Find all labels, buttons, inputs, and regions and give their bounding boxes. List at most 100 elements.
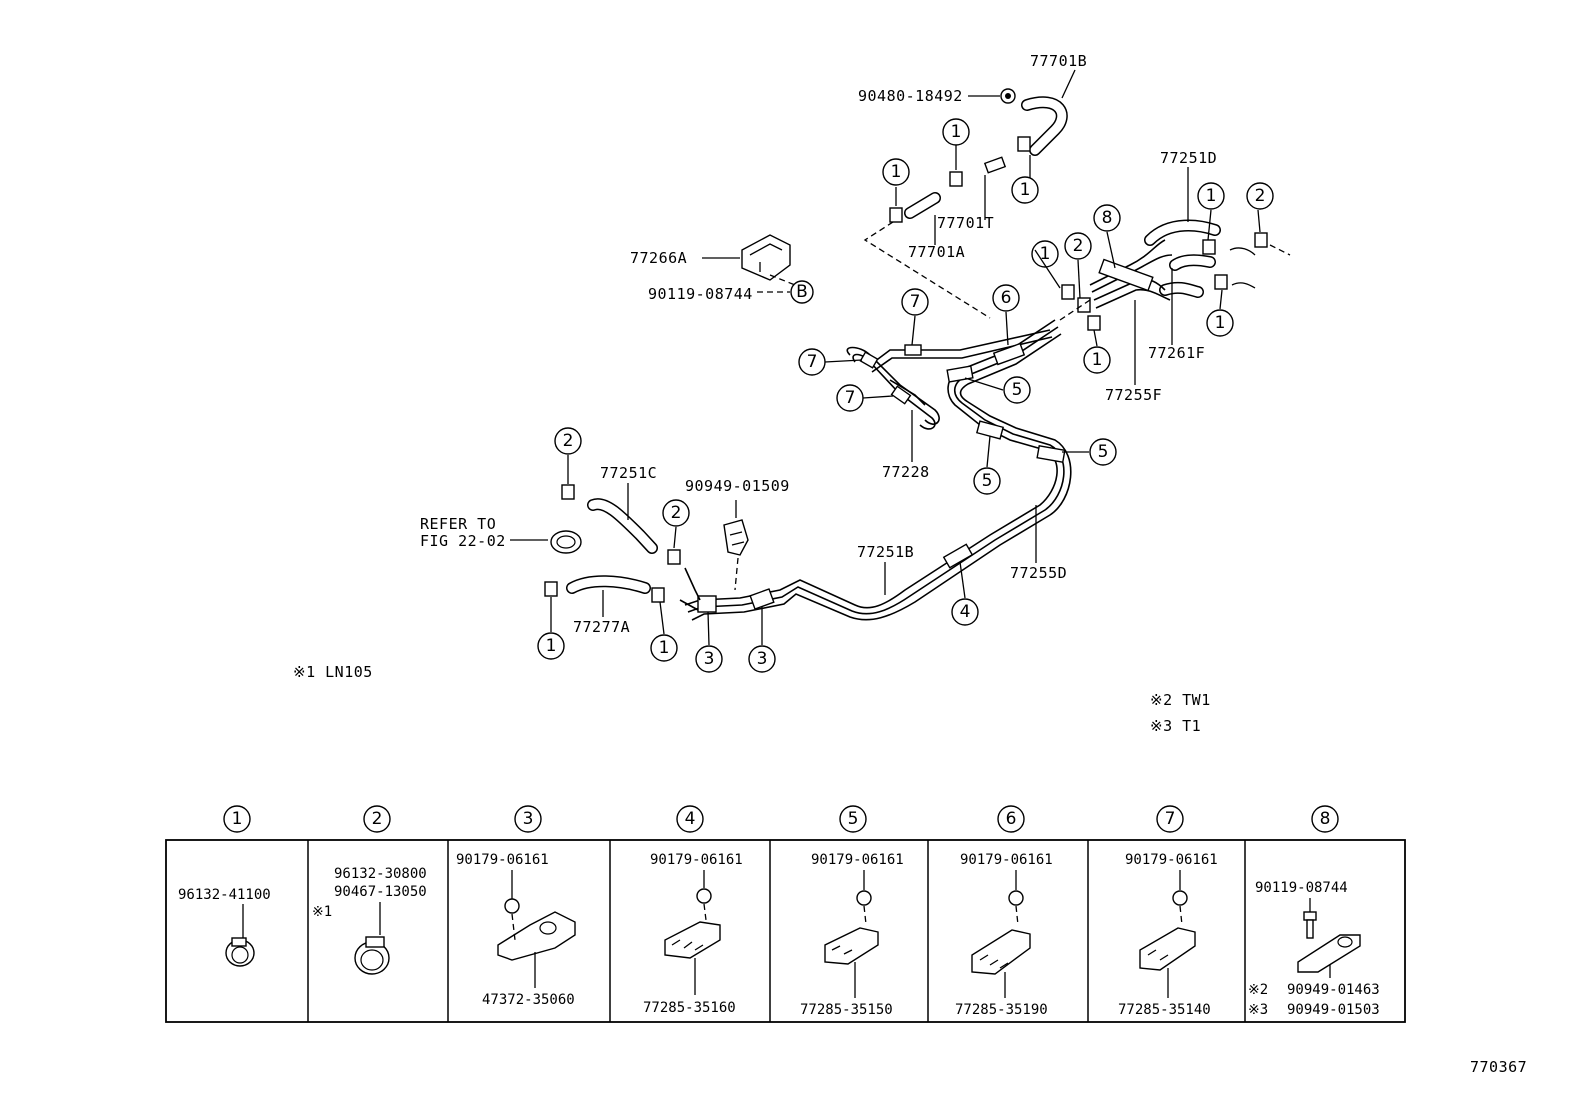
legend-6-part: 77285-35190: [955, 1002, 1048, 1018]
clip-6: [992, 342, 1026, 366]
callouts-diagram: 1 1 1 1 2 8 2 1 1 1 7 6 7 7 5 5 5 2 2 4 …: [537, 118, 1274, 673]
connector-77701t-group: 77701T: [937, 136, 1031, 232]
clamp-icon: [561, 484, 575, 500]
svg-text:7: 7: [910, 292, 921, 312]
callout-2: 2: [554, 427, 582, 455]
callout-5: 5: [973, 467, 1001, 495]
label-90119-08744: 90119-08744: [648, 285, 753, 303]
legend-8-part-t1: 90949-01503: [1287, 1002, 1380, 1018]
legend-5-bolt: 90179-06161: [811, 852, 904, 868]
clip-4: [942, 543, 974, 569]
svg-text:1: 1: [1206, 186, 1217, 206]
legend-7-part: 77285-35140: [1118, 1002, 1211, 1018]
legend-8-note3: ※3: [1248, 1002, 1268, 1018]
svg-text:8: 8: [1320, 809, 1331, 829]
callout-7: 7: [836, 384, 864, 412]
label-77255f: 77255F: [1105, 386, 1162, 404]
callout-1: 1: [1206, 309, 1234, 337]
legend-5-part: 77285-35150: [800, 1002, 893, 1018]
clip-3b: [749, 588, 775, 610]
bolt-icon: [1303, 911, 1317, 921]
clip-bracket-icon: [971, 929, 1031, 975]
clip-bracket-icon: [664, 921, 721, 959]
callout-1: 1: [1197, 182, 1225, 210]
bracket-77266a-group: 77266A 90119-08744 B: [630, 234, 814, 304]
legend-header-8: 8: [1311, 805, 1339, 833]
callout-4: 4: [951, 598, 979, 626]
svg-text:3: 3: [704, 649, 715, 669]
label-77701b: 77701B: [1030, 52, 1087, 70]
legend-8-note2: ※2: [1248, 982, 1268, 998]
callout-2: 2: [662, 499, 690, 527]
callout-1: 1: [1031, 240, 1059, 268]
legend-header-1: 1: [223, 805, 251, 833]
svg-text:1: 1: [951, 122, 962, 142]
legend-header-7: 7: [1156, 805, 1184, 833]
callout-7: 7: [798, 348, 826, 376]
legend-7-bolt: 90179-06161: [1125, 852, 1218, 868]
callout-6: 6: [992, 284, 1020, 312]
callout-1: 1: [1083, 346, 1111, 374]
clamp-icon: [889, 207, 903, 223]
callout-1: 1: [537, 632, 565, 660]
clamp-icon: [1087, 315, 1101, 331]
clip-7b: [904, 344, 922, 356]
legend-8-part-tw1: 90949-01463: [1287, 982, 1380, 998]
clamp-icon: [1061, 284, 1075, 300]
callout-b: [790, 280, 814, 304]
label-77261f: 77261F: [1148, 344, 1205, 362]
label-77701a: 77701A: [908, 243, 965, 261]
clamp-icon: [544, 581, 558, 597]
legend-4-part: 77285-35160: [643, 1000, 736, 1016]
clamp-icon: [1077, 297, 1091, 313]
clamp-icon: [667, 549, 681, 565]
legend-header-3: 3: [514, 805, 542, 833]
legend-3-bolt: 90179-06161: [456, 852, 549, 868]
clip-5c: [1036, 445, 1066, 463]
note-3-t1: ※3 T1: [1150, 717, 1201, 735]
svg-text:2: 2: [1255, 186, 1266, 206]
bolt-icon: [856, 890, 872, 906]
svg-text:2: 2: [671, 503, 682, 523]
callout-2: 2: [1064, 232, 1092, 260]
clip-3a: [697, 595, 717, 613]
legend-2-part-b: 90467-13050: [334, 884, 427, 900]
clip-5b: [975, 420, 1005, 440]
svg-text:5: 5: [1098, 442, 1109, 462]
clip-7c: [890, 385, 912, 405]
svg-text:1: 1: [1020, 180, 1031, 200]
clamp-icon: [949, 171, 963, 187]
svg-text:2: 2: [1073, 236, 1084, 256]
svg-text:1: 1: [1215, 313, 1226, 333]
callout-1: 1: [650, 634, 678, 662]
clip-bracket-icon: [824, 927, 879, 965]
callout-8: 8: [1093, 204, 1121, 232]
label-77701t: 77701T: [937, 214, 994, 232]
label-77251d: 77251D: [1160, 149, 1217, 167]
callout-2: 2: [1246, 182, 1274, 210]
tube-77228-group: 77228: [846, 329, 1053, 481]
clamp-icon: [1017, 136, 1031, 152]
callout-1: 1: [882, 158, 910, 186]
label-fig-22-02: FIG 22-02: [420, 532, 506, 550]
legend-6-bolt: 90179-06161: [960, 852, 1053, 868]
callout-3: 3: [695, 645, 723, 673]
clamp-icon: [1214, 274, 1228, 290]
svg-text:5: 5: [848, 809, 859, 829]
svg-text:2: 2: [372, 809, 383, 829]
svg-text:7: 7: [845, 388, 856, 408]
svg-text:2: 2: [563, 431, 574, 451]
callout-1: 1: [1011, 176, 1039, 204]
legend-header-2: 2: [363, 805, 391, 833]
svg-text:1: 1: [232, 809, 243, 829]
legend-1-part: 96132-41100: [178, 887, 271, 903]
hose-77701b-group: 77701B 90480-18492: [858, 52, 1087, 156]
svg-text:4: 4: [960, 602, 971, 622]
label-77277a: 77277A: [573, 618, 630, 636]
svg-text:1: 1: [891, 162, 902, 182]
callout-5: 5: [1089, 438, 1117, 466]
svg-text:3: 3: [757, 649, 768, 669]
clamp-bracket-icon: [497, 911, 576, 961]
hose-77701a-group: 77701A: [863, 145, 991, 319]
